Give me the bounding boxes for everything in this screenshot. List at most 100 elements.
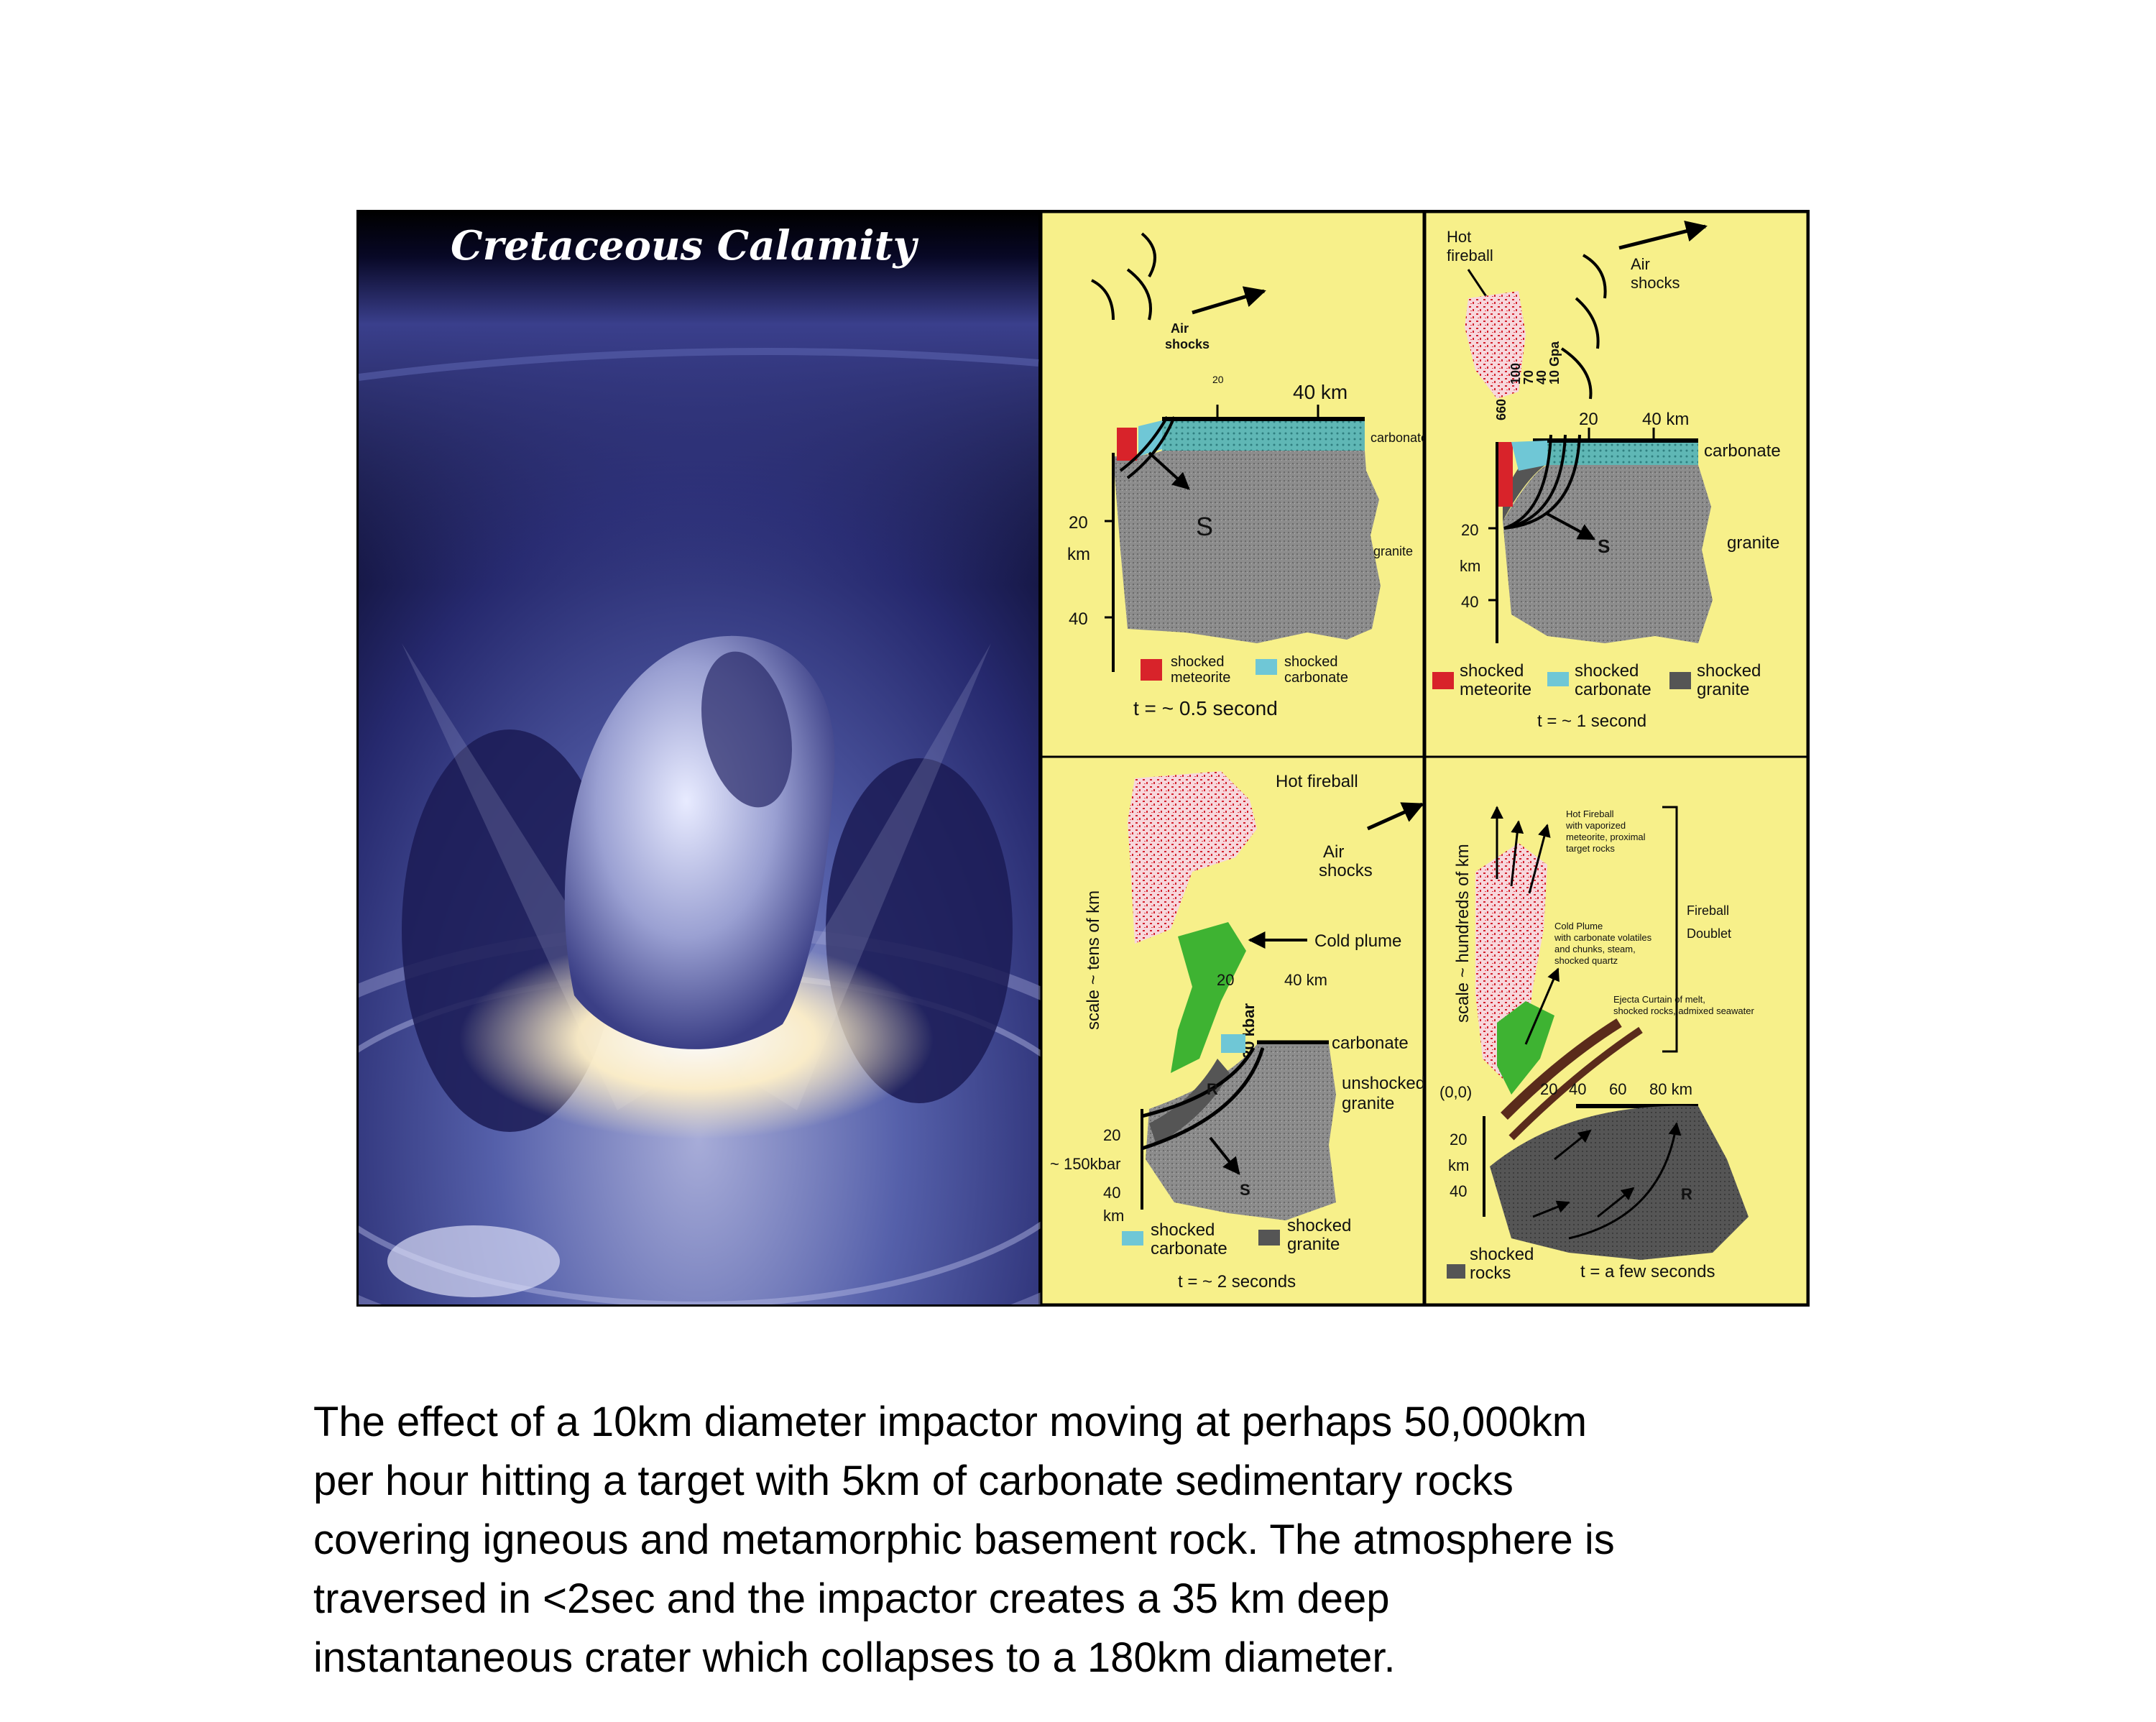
figure-caption: The effect of a 10km diameter impactor m… bbox=[313, 1393, 1894, 1688]
shock-front bbox=[1503, 434, 1581, 530]
shock-front bbox=[1126, 416, 1176, 479]
legend-meteorite-line2: meteorite bbox=[1171, 670, 1230, 686]
time-label: t = a few seconds bbox=[1580, 1262, 1715, 1281]
shocked-carbonate-zone bbox=[1221, 1034, 1245, 1053]
legend-carbonate-line1: shocked bbox=[1284, 654, 1338, 670]
air-shock-wave bbox=[1141, 232, 1156, 277]
tick-20-label: 20 bbox=[1212, 374, 1224, 385]
tick-80-km-label: 80 km bbox=[1649, 1080, 1692, 1098]
fireball-label-4: target rocks bbox=[1566, 843, 1615, 854]
rebound-arrow bbox=[1554, 1129, 1592, 1161]
r-marker: R bbox=[1681, 1185, 1692, 1203]
air-shocks-label-2: shocks bbox=[1631, 274, 1680, 292]
horizon-line bbox=[359, 348, 1039, 381]
pressure-70: 70 bbox=[1521, 370, 1536, 385]
legend-granite-line2: granite bbox=[1697, 680, 1749, 699]
plume-arrow bbox=[1524, 967, 1560, 1045]
air-shock-arrow bbox=[1618, 220, 1708, 250]
hot-fireball-label: Hot fireball bbox=[1276, 772, 1358, 791]
cold-plume-label-3: and chunks, steam, bbox=[1554, 944, 1636, 954]
shock-arrow bbox=[1547, 512, 1596, 540]
carbonate-layer bbox=[1162, 419, 1365, 451]
granite-block bbox=[1146, 1044, 1336, 1220]
origin-label: (0,0) bbox=[1439, 1083, 1472, 1101]
carbonate-label: carbonate bbox=[1332, 1033, 1409, 1053]
air-shock-wave bbox=[1575, 297, 1600, 349]
legend-granite-line1: shocked bbox=[1697, 661, 1761, 681]
legend-swatch-granite bbox=[1258, 1230, 1280, 1246]
depth-20-label: 20 bbox=[1069, 513, 1088, 533]
ejecta-curtain bbox=[1501, 1018, 1622, 1120]
caption-line: traversed in <2sec and the impactor crea… bbox=[313, 1575, 1390, 1622]
shocked-rocks-region bbox=[1490, 1105, 1749, 1260]
panel-3: Hot fireball Air shocks Cold plume scale… bbox=[1040, 755, 1425, 1304]
legend-carbonate-line1: shocked bbox=[1151, 1220, 1215, 1240]
tick-20-label: 20 bbox=[1540, 1080, 1557, 1098]
shock-front bbox=[1141, 1046, 1256, 1118]
impact-painting: Cretaceous Calamity bbox=[359, 212, 1192, 1304]
depth-unit-label: km bbox=[1103, 1207, 1124, 1225]
air-shocks-label-1: Air bbox=[1171, 321, 1189, 336]
legend-meteorite-line2: meteorite bbox=[1460, 680, 1531, 699]
legend-carbonate-line2: carbonate bbox=[1151, 1239, 1227, 1258]
depth-unit-label: km bbox=[1448, 1156, 1469, 1174]
legend-swatch-carbonate bbox=[1256, 659, 1277, 675]
shocked-carbonate-zone bbox=[1511, 441, 1547, 471]
depth-40-label: 40 bbox=[1450, 1182, 1467, 1200]
fireball-arrow bbox=[1528, 824, 1551, 894]
legend-carbonate-line1: shocked bbox=[1575, 661, 1639, 681]
s-marker: S bbox=[1196, 512, 1213, 541]
fireball-arrow bbox=[1510, 820, 1524, 887]
granite-label: granite bbox=[1727, 533, 1779, 553]
cold-plume bbox=[1497, 1001, 1554, 1095]
tick-20-label: 20 bbox=[1217, 971, 1234, 989]
carbonate-layer bbox=[1547, 441, 1698, 465]
shock-arrow bbox=[1209, 1136, 1240, 1175]
legend-meteorite-line1: shocked bbox=[1460, 661, 1524, 681]
side-scale-label: scale ~ hundreds of km bbox=[1453, 844, 1473, 1023]
air-shock-wave bbox=[1560, 347, 1593, 400]
distance-label: 40 km bbox=[1293, 381, 1348, 403]
depth-20-label: 20 bbox=[1461, 521, 1478, 539]
granite-block bbox=[1503, 465, 1713, 643]
caption-line: instantaneous crater which collapses to … bbox=[313, 1634, 1396, 1681]
impact-figure: Cretaceous Calamity Air shocks 20 40 km … bbox=[356, 210, 1810, 1307]
panel-1: Air shocks 20 40 km S carbonate granite … bbox=[1040, 212, 1428, 761]
air-shock-wave bbox=[1582, 254, 1607, 299]
pressure-10-gpa: 10 Gpa bbox=[1547, 341, 1562, 385]
pressure-40: 40 bbox=[1534, 370, 1549, 385]
legend-shocked-rocks-line2: rocks bbox=[1470, 1263, 1511, 1283]
air-shocks-label-2: shocks bbox=[1319, 861, 1373, 880]
depth-40-label: 40 bbox=[1103, 1184, 1120, 1202]
side-scale-label: scale ~ tens of km bbox=[1084, 890, 1103, 1030]
distance-label: 40 km bbox=[1642, 410, 1689, 429]
fireball-label-1: Hot Fireball bbox=[1566, 809, 1614, 819]
hot-fireball bbox=[1465, 291, 1526, 399]
rebound-curve-arrow bbox=[1568, 1122, 1682, 1240]
caption-line: per hour hitting a target with 5km of ca… bbox=[313, 1458, 1514, 1504]
s-marker: S bbox=[1598, 535, 1610, 557]
asteroid-crater bbox=[701, 651, 792, 808]
air-shocks-label-2: shocks bbox=[1165, 337, 1210, 351]
legend-carbonate-line2: carbonate bbox=[1284, 670, 1348, 686]
caption-line: The effect of a 10km diameter impactor m… bbox=[313, 1399, 1588, 1445]
hot-fireball bbox=[1475, 843, 1547, 1080]
carbonate-label: carbonate bbox=[1704, 441, 1781, 461]
granite-label: granite bbox=[1342, 1094, 1394, 1113]
legend-swatch-carbonate bbox=[1122, 1231, 1143, 1246]
air-shock-wave bbox=[1126, 268, 1152, 321]
legend-carbonate-line2: carbonate bbox=[1575, 680, 1651, 699]
shocked-meteorite-zone bbox=[1498, 442, 1513, 507]
fireball-label-3: meteorite, proximal bbox=[1566, 832, 1646, 842]
rebound-arrow bbox=[1532, 1200, 1570, 1218]
caption-line: covering igneous and metamorphic basemen… bbox=[313, 1516, 1615, 1563]
air-shocks-label-1: Air bbox=[1323, 842, 1344, 862]
cold-plume bbox=[1171, 922, 1246, 1073]
painting-sky bbox=[359, 212, 1038, 586]
r-marker: R bbox=[1207, 1080, 1218, 1098]
pressure-100: 100 bbox=[1508, 363, 1523, 385]
legend-granite-line1: shocked bbox=[1287, 1216, 1351, 1235]
hot-fireball-label-1: Hot bbox=[1447, 228, 1471, 246]
cold-plume-label-4: shocked quartz bbox=[1554, 955, 1618, 966]
legend-granite-line2: granite bbox=[1287, 1235, 1340, 1254]
